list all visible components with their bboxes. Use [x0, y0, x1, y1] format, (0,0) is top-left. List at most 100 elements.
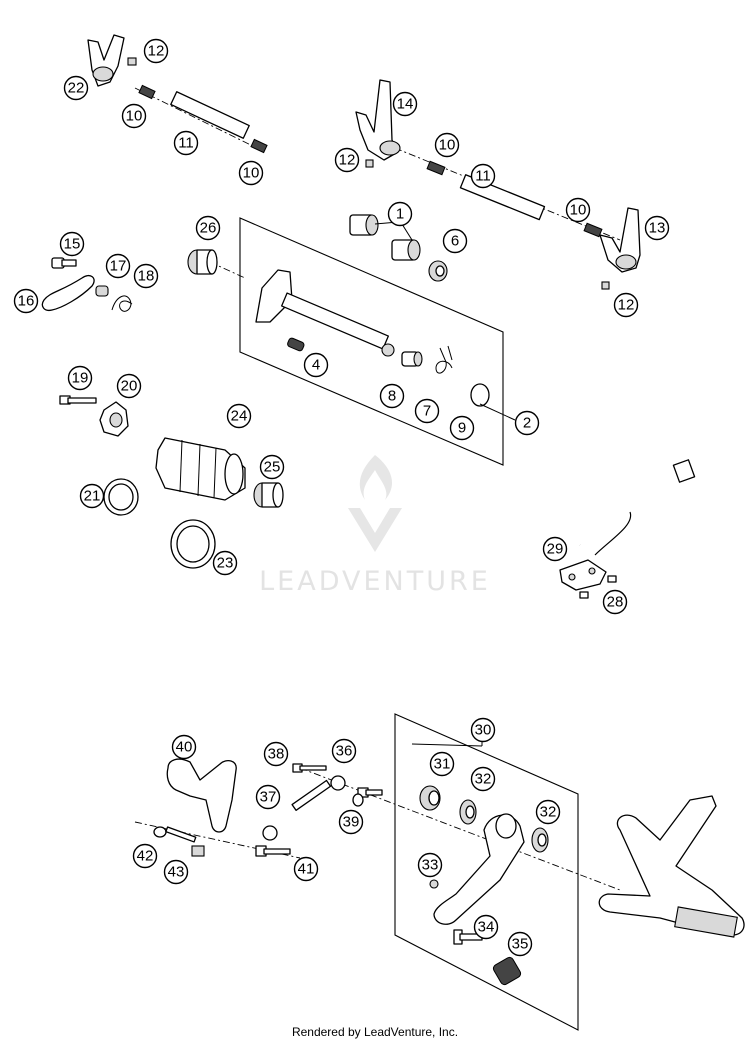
spring-10-d: [583, 222, 603, 238]
pin-12-bottom: [601, 281, 610, 290]
svg-text:32: 32: [475, 771, 492, 788]
shift-shaft-assembly: [255, 269, 395, 357]
watermark-text: LEADVENTURE: [259, 566, 491, 597]
washer-6: [428, 260, 448, 282]
callout-17: 17: [105, 253, 131, 279]
svg-text:19: 19: [72, 370, 89, 387]
washer-9: [470, 383, 490, 407]
callout-25: 25: [259, 454, 285, 480]
svg-text:28: 28: [607, 594, 624, 611]
svg-text:11: 11: [475, 168, 491, 185]
callout-4: 4: [303, 352, 329, 378]
pin-12-top: [127, 57, 137, 66]
svg-text:22: 22: [68, 80, 85, 97]
bolt-15: [51, 257, 77, 269]
svg-text:24: 24: [231, 408, 248, 425]
svg-text:10: 10: [243, 165, 260, 182]
roller-8: [401, 351, 423, 367]
svg-text:13: 13: [649, 220, 666, 237]
callout-2: 2: [514, 410, 540, 436]
svg-text:9: 9: [458, 420, 466, 437]
sensor-cable-29-core: [557, 472, 679, 546]
svg-text:35: 35: [512, 936, 529, 953]
svg-text:7: 7: [423, 403, 431, 420]
spring-7: [435, 345, 453, 374]
svg-text:33: 33: [422, 857, 439, 874]
svg-text:10: 10: [570, 202, 587, 219]
bolt-38: [292, 763, 327, 773]
spring-18: [111, 295, 133, 312]
spring-4: [287, 337, 305, 352]
spring-10-b: [250, 138, 268, 154]
flame-logo: [359, 455, 393, 500]
svg-text:10: 10: [126, 108, 143, 125]
bearing-21: [103, 478, 139, 516]
svg-text:1: 1: [396, 206, 404, 223]
selector-shaft-frame: [239, 217, 504, 466]
spring-10-c: [426, 160, 446, 176]
svg-text:25: 25: [264, 459, 281, 476]
callout-12-c: 12: [613, 292, 639, 318]
sensor-cable-29-lower: [594, 511, 632, 556]
svg-text:37: 37: [260, 789, 277, 806]
shift-cam-20: [99, 401, 129, 437]
svg-text:2: 2: [523, 415, 531, 432]
nut-39: [352, 793, 364, 807]
callout-21: 21: [79, 483, 105, 509]
needle-bearing-1-a: [349, 214, 379, 236]
svg-text:12: 12: [339, 152, 356, 169]
svg-text:6: 6: [451, 233, 459, 250]
svg-text:14: 14: [397, 96, 414, 113]
svg-text:12: 12: [148, 43, 165, 60]
callout-14: 14: [392, 91, 418, 117]
callout-32-b: 32: [535, 799, 561, 825]
pedal-rubber-35: [492, 956, 522, 986]
callout-26: 26: [195, 215, 221, 241]
shift-star-26: [187, 249, 218, 275]
svg-text:11: 11: [178, 135, 194, 152]
callout-41: 41: [293, 856, 319, 882]
leader-lines: [374, 221, 516, 747]
svg-text:18: 18: [138, 268, 155, 285]
callout-19: 19: [67, 365, 93, 391]
callout-10-b: 10: [238, 160, 264, 186]
bushing-31: [419, 785, 441, 811]
pedal-group-frame: [394, 713, 579, 1031]
callout-11-a: 11: [173, 130, 199, 156]
locking-lever-16: [41, 274, 95, 312]
shift-fork-14: [355, 79, 401, 161]
svg-text:39: 39: [343, 814, 360, 831]
bolt-43: [165, 826, 205, 857]
gear-sensor-29: [559, 559, 607, 591]
svg-text:36: 36: [336, 743, 353, 760]
callout-15: 15: [59, 231, 85, 257]
callout-8: 8: [379, 383, 405, 409]
pedal-axis-upper: [299, 767, 621, 891]
callout-11-b: 11: [470, 163, 496, 189]
callout-1: 1: [387, 201, 413, 227]
callout-28: 28: [602, 589, 628, 615]
svg-text:8: 8: [388, 388, 396, 405]
bracket-40: [166, 758, 237, 833]
svg-text:4: 4: [312, 357, 320, 374]
footrest-grip: [674, 906, 738, 938]
svg-text:43: 43: [168, 864, 185, 881]
bearing-23: [170, 519, 216, 569]
callout-39: 39: [338, 809, 364, 835]
svg-text:16: 16: [18, 293, 35, 310]
svg-text:40: 40: [176, 739, 193, 756]
bearing-32-b: [531, 827, 549, 853]
callout-16: 16: [13, 288, 39, 314]
rod-11-left: [170, 91, 250, 139]
callout-18: 18: [133, 263, 159, 289]
callout-29: 29: [542, 536, 568, 562]
shift-rod-37: [262, 775, 346, 841]
svg-text:15: 15: [64, 236, 81, 253]
svg-text:17: 17: [110, 258, 127, 275]
svg-text:26: 26: [200, 220, 217, 237]
callout-40: 40: [171, 734, 197, 760]
shift-drum-24: [155, 437, 246, 501]
leadventure-watermark: LEADVENTURE: [259, 455, 491, 597]
callout-10-d: 10: [565, 197, 591, 223]
